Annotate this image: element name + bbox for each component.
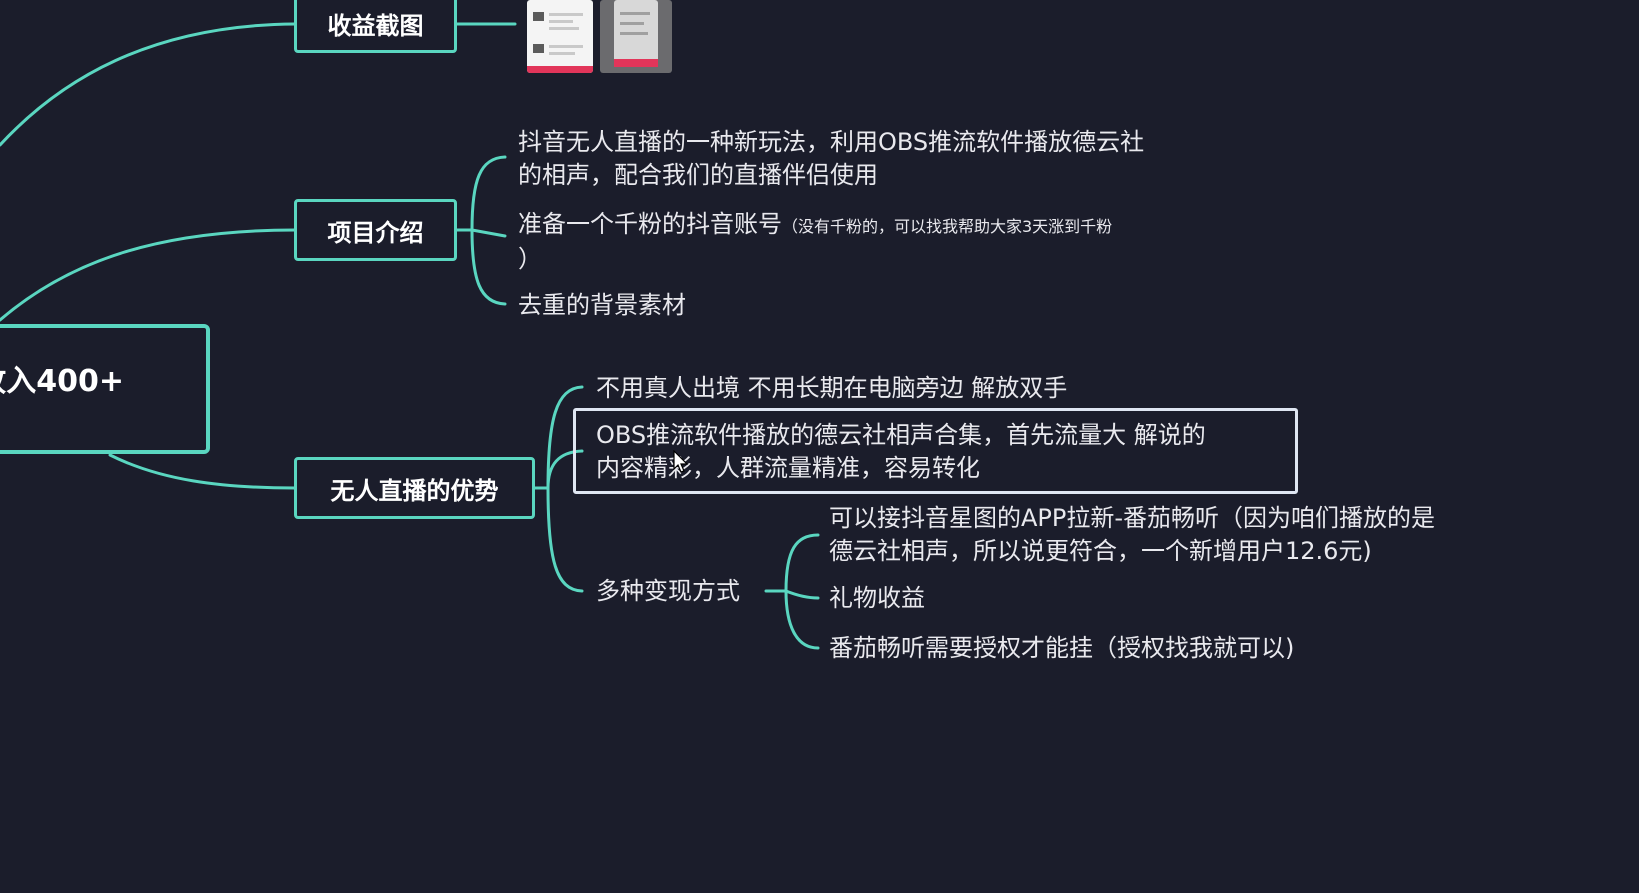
intro-item-account-line2: ）: [518, 245, 542, 273]
advantage-item-obs-collection-line2: 内容精彩，人群流量精准，容易转化: [596, 454, 980, 482]
advantage-item-obs-collection[interactable]: OBS推流软件播放的德云社相声合集，首先流量大 解说的 内容精彩，人群流量精准，…: [596, 419, 1206, 485]
branch-node-screenshots[interactable]: 收益截图: [294, 0, 457, 53]
advantage-item-monetization-label: 多种变现方式: [596, 577, 740, 605]
monetization-item-xingtu-line2: 德云社相声，所以说更符合，一个新增用户12.6元): [829, 537, 1372, 565]
monetization-item-xingtu[interactable]: 可以接抖音星图的APP拉新-番茄畅听（因为咱们播放的是 德云社相声，所以说更符合…: [829, 502, 1435, 568]
root-node-label: 收入400+: [0, 364, 124, 399]
monetization-item-gifts-line1: 礼物收益: [829, 584, 925, 612]
selected-node-frame[interactable]: [573, 408, 1298, 494]
earnings-screenshot-thumbnail-2[interactable]: [600, 0, 672, 73]
branch-node-intro-label: 项目介绍: [327, 218, 424, 247]
connector-intro-item1: [470, 155, 507, 232]
mouse-cursor-icon: [673, 450, 689, 473]
monetization-item-authorization[interactable]: 番茄畅听需要授权才能挂（授权找我就可以): [829, 632, 1294, 665]
connector-adv-item2: [546, 449, 584, 490]
advantage-item-hands-free-line1: 不用真人出境 不用长期在电脑旁边 解放双手: [596, 374, 1068, 402]
connector-monetize-item1: [784, 533, 820, 593]
monetization-item-authorization-line1: 番茄畅听需要授权才能挂（授权找我就可以): [829, 634, 1295, 662]
monetization-item-gifts[interactable]: 礼物收益: [829, 582, 925, 615]
monetization-item-xingtu-line1: 可以接抖音星图的APP拉新-番茄畅听（因为咱们播放的是: [829, 504, 1436, 532]
connector-monetize-item3: [784, 589, 820, 650]
intro-item-account-note: （没有千粉的，可以找我帮助大家3天涨到千粉: [782, 217, 1113, 236]
intro-item-obs-method-line1: 抖音无人直播的一种新玩法，利用OBS推流软件播放德云社: [518, 128, 1145, 156]
connector-adv-item3: [546, 486, 584, 593]
advantage-item-hands-free[interactable]: 不用真人出境 不用长期在电脑旁边 解放双手: [596, 372, 1067, 405]
intro-item-account-main: 准备一个千粉的抖音账号: [518, 210, 782, 238]
connector-intro-item2: [470, 228, 507, 238]
branch-node-screenshots-label: 收益截图: [327, 12, 424, 40]
connector-intro-item3: [470, 228, 507, 306]
branch-node-advantages-label: 无人直播的优势: [330, 476, 499, 505]
earnings-screenshot-thumbnail-1[interactable]: [527, 0, 593, 73]
connector-root-intro: [0, 228, 297, 322]
connector-root-advantages: [108, 453, 297, 490]
root-node[interactable]: 收入400+: [0, 324, 210, 454]
connector-adv-item1: [546, 385, 584, 490]
intro-item-background-line1: 去重的背景素材: [518, 291, 686, 319]
connector-root-screenshots: [0, 22, 297, 147]
intro-item-obs-method[interactable]: 抖音无人直播的一种新玩法，利用OBS推流软件播放德云社 的相声，配合我们的直播伴…: [518, 126, 1144, 192]
intro-item-background[interactable]: 去重的背景素材: [518, 289, 686, 322]
branch-node-advantages[interactable]: 无人直播的优势: [294, 457, 535, 519]
connector-monetize-item2: [784, 589, 820, 600]
intro-item-obs-method-line2: 的相声，配合我们的直播伴侣使用: [518, 161, 878, 189]
advantage-item-monetization[interactable]: 多种变现方式: [596, 575, 740, 608]
advantage-item-obs-collection-line1: OBS推流软件播放的德云社相声合集，首先流量大 解说的: [596, 421, 1206, 449]
intro-item-account[interactable]: 准备一个千粉的抖音账号（没有千粉的，可以找我帮助大家3天涨到千粉 ）: [518, 208, 1112, 276]
branch-node-intro[interactable]: 项目介绍: [294, 199, 457, 261]
intro-item-account-line1: 准备一个千粉的抖音账号（没有千粉的，可以找我帮助大家3天涨到千粉: [518, 208, 1112, 243]
